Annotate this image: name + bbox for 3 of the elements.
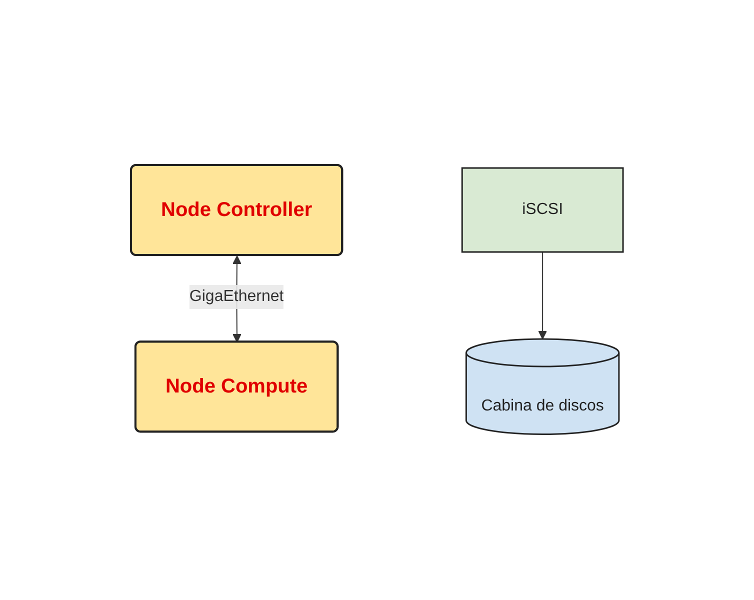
node-box: iSCSI bbox=[461, 168, 624, 254]
edge-label: GigaEthernet bbox=[189, 288, 284, 306]
arrow bbox=[538, 252, 547, 340]
